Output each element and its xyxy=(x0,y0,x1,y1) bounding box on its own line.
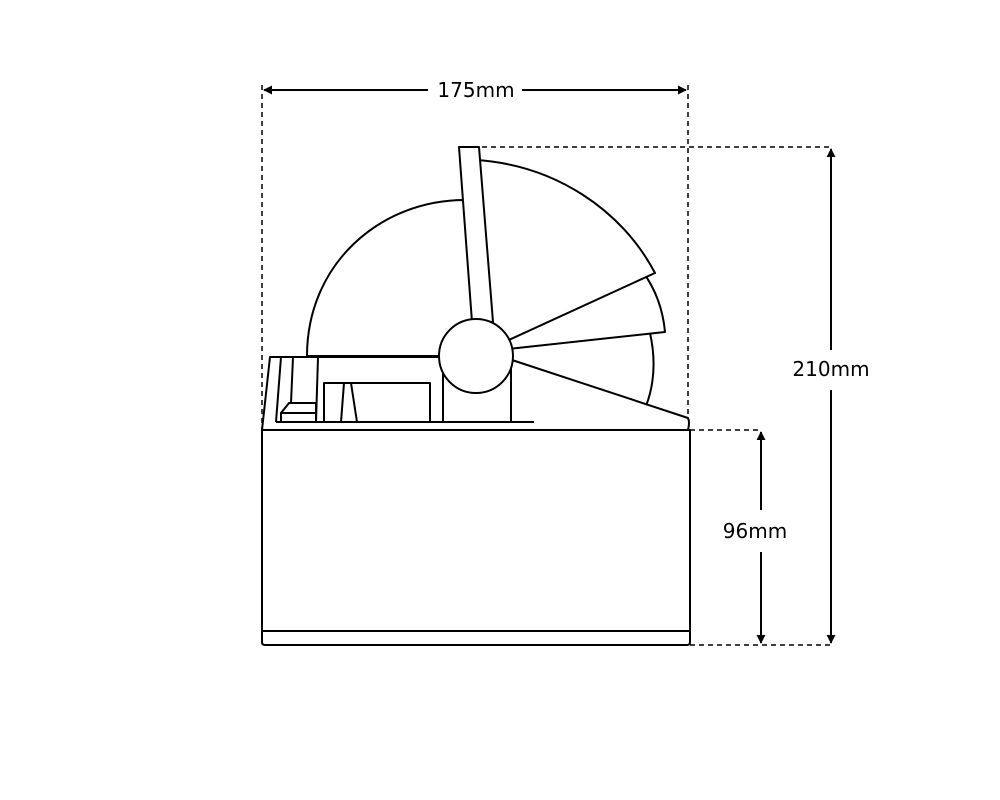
pedestal xyxy=(442,366,512,422)
fan-blade-upper xyxy=(475,159,656,356)
dimension-label-total-height: 210mm xyxy=(792,357,869,381)
lid-arm xyxy=(458,146,494,323)
lens-window xyxy=(323,382,431,423)
pivot-hub xyxy=(438,318,514,394)
dimension-base-height: 96mm xyxy=(723,431,787,644)
dimension-label-width: 175mm xyxy=(437,78,514,102)
lens-window-divider xyxy=(340,382,358,423)
hinge-foot xyxy=(280,412,317,423)
dimension-total-height: 210mm xyxy=(792,148,870,644)
dimension-label-base-height: 96mm xyxy=(723,519,787,543)
rear-dome xyxy=(306,199,476,357)
base-housing xyxy=(261,429,691,646)
extension-lines xyxy=(261,85,832,646)
dimension-width: 175mm xyxy=(263,78,687,102)
compass-outline xyxy=(261,146,691,646)
